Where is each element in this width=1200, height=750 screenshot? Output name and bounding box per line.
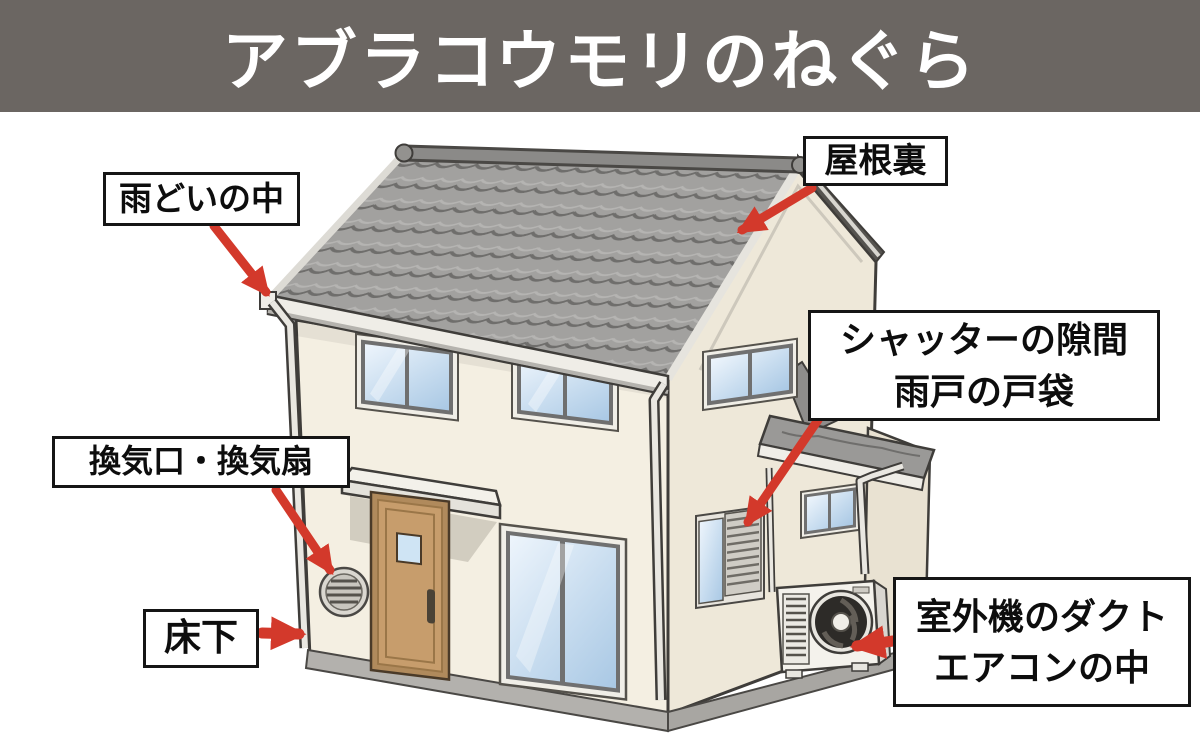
annotation-arrows	[209, 183, 899, 659]
label-ac-line1: 室外機のダクト	[915, 595, 1168, 637]
round-vent	[318, 566, 370, 618]
label-rain-gutter: 雨どいの中	[103, 172, 300, 226]
label-rain-gutter-text: 雨どいの中	[119, 179, 284, 217]
label-vent-text: 換気口・換気扇	[88, 443, 313, 480]
label-outdoor-unit: 室外機のダクト エアコンの中	[893, 577, 1191, 707]
arrow-shutter-gap	[743, 415, 823, 528]
window-shutter-louver	[695, 505, 765, 610]
arrow-outdoor-unit	[849, 625, 899, 659]
pent-roof	[756, 414, 936, 492]
window-gable	[702, 337, 798, 412]
label-ac-line2: エアコンの中	[933, 647, 1150, 688]
front-door	[369, 490, 451, 681]
window-ground-front	[498, 522, 628, 701]
window-upper-left	[355, 332, 459, 422]
page-title: アブラコウモリのねぐら	[221, 24, 979, 98]
label-attic-text: 屋根裏	[824, 141, 927, 180]
label-vent-fan: 換気口・換気扇	[52, 436, 350, 488]
label-shutter-line2: 雨戸の戸袋	[893, 370, 1074, 412]
arrow-vent-fan	[271, 485, 335, 576]
label-under-floor: 床下	[143, 609, 259, 668]
label-shutter-gap: シャッターの隙間 雨戸の戸袋	[808, 310, 1160, 421]
downspout-left	[267, 298, 311, 649]
downspout-corner	[648, 381, 669, 701]
label-shutter-line1: シャッターの隙間	[839, 319, 1128, 361]
title-bar: アブラコウモリのねぐら	[0, 0, 1200, 112]
rain-gutter	[259, 291, 670, 397]
arrow-attic	[736, 183, 817, 235]
ac-outdoor-unit	[775, 579, 892, 679]
label-underfloor-text: 床下	[164, 617, 238, 659]
arrow-under-floor	[256, 616, 307, 651]
arrow-rain-gutter	[209, 221, 271, 297]
label-attic: 屋根裏	[803, 136, 948, 186]
window-extension	[800, 482, 860, 540]
